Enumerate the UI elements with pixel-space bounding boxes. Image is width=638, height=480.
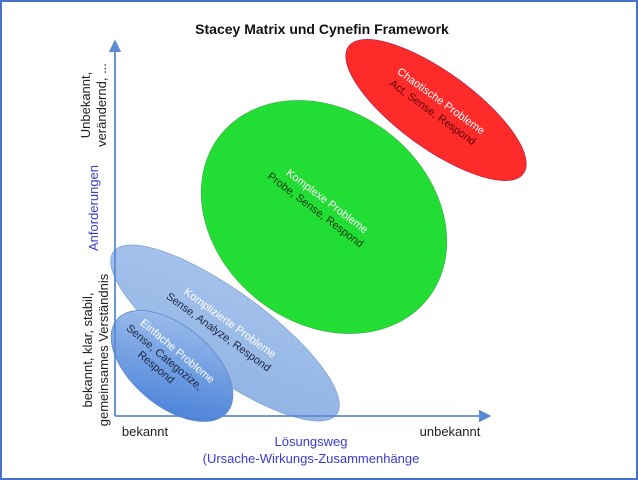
x-axis-label-line1: Lösungsweg bbox=[275, 434, 348, 449]
domain-komplex: Komplexe Probleme Probe, Sense, Respond bbox=[200, 100, 448, 334]
ellipse-einfach bbox=[110, 310, 234, 422]
y-bottom-text-line2: gemeinsames Verständnis bbox=[96, 273, 111, 426]
x-left-text: bekannt bbox=[122, 424, 169, 439]
y-top-text-line2: verändernd, ... bbox=[94, 63, 109, 147]
y-axis-label: Anforderungen bbox=[86, 165, 101, 251]
domain-einfach: Einfache Probleme Sense, Categozize, Res… bbox=[110, 310, 234, 422]
domain-chaotisch: Chaotische Probleme Act, Sense, Respond bbox=[345, 39, 527, 181]
diagram-title: Stacey Matrix und Cynefin Framework bbox=[195, 21, 449, 37]
y-bottom-text-line1: bekannt, klar, stabil, bbox=[80, 293, 95, 408]
x-axis-label-line2: (Ursache-Wirkungs-Zusammenhänge bbox=[203, 451, 420, 466]
x-right-text: unbekannt bbox=[420, 424, 481, 439]
ellipse-komplex bbox=[200, 100, 448, 334]
y-top-text-line1: Unbekannt, bbox=[78, 72, 93, 139]
ellipse-chaotisch bbox=[345, 39, 527, 181]
